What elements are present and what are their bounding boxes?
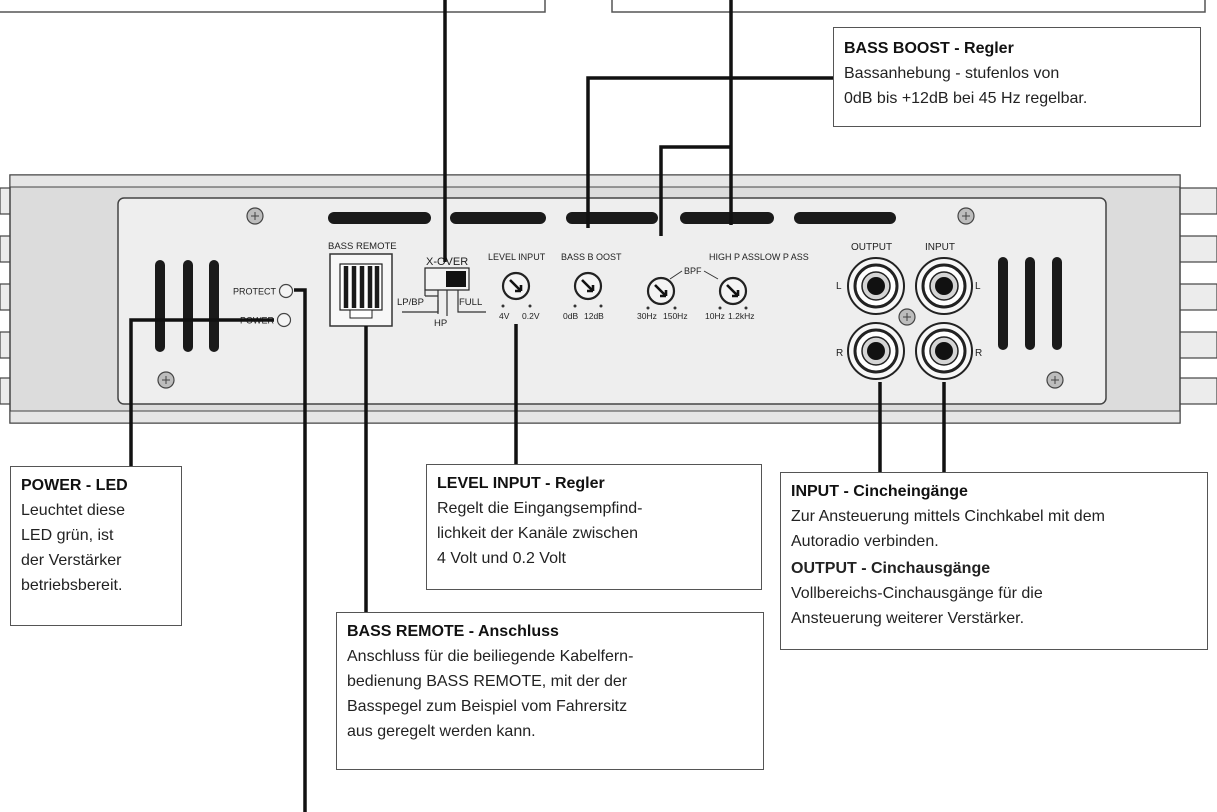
highpass-lowpass-min: 10Hz: [705, 311, 725, 321]
rca-output-r[interactable]: [847, 322, 905, 380]
xover-label: X-OVER: [426, 256, 468, 268]
top-right-callout-edge: [611, 0, 1206, 13]
xover-option-hp: HP: [434, 318, 447, 329]
callout-bass-boost: BASS BOOST - Regler Bassanhebung - stufe…: [833, 27, 1201, 127]
bass-remote-latch: [349, 309, 373, 319]
leader-bpf-highpass: [659, 145, 731, 236]
protect-label: PROTECT: [233, 287, 277, 297]
leader-lines: [129, 0, 946, 812]
level-input-min: 4V: [499, 311, 510, 321]
callout-power-led-title: POWER - LED: [21, 477, 128, 494]
bass-boost-max: 12dB: [584, 311, 604, 321]
vent-slots: [155, 257, 1062, 352]
callout-level-input-line: 4 Volt und 0.2 Volt: [437, 550, 566, 567]
input-label: INPUT: [925, 242, 955, 253]
amplifier-top-strip: [9, 174, 1181, 188]
callout-level-input: LEVEL INPUT - Regler Regelt die Eingangs…: [426, 464, 762, 590]
highpass-lowpass-knob[interactable]: [718, 276, 748, 306]
highpass-lowpass-max: 1.2kHz: [728, 311, 754, 321]
callout-level-input-line: Regelt die Eingangsempfind-: [437, 500, 643, 517]
bpf-min: 30Hz: [637, 311, 657, 321]
callout-input-output: INPUT - Cincheingänge Zur Ansteuerung mi…: [780, 472, 1208, 650]
xover-option-lpbp: LP/BP: [397, 297, 424, 308]
callout-bass-remote-line: Basspegel zum Beispiel vom Fahrersitz: [347, 698, 628, 715]
callout-power-led-line: der Verstärker: [21, 552, 122, 569]
screw-marks: [162, 212, 1059, 384]
callout-bass-boost-line: Bassanhebung - stufenlos von: [844, 65, 1060, 82]
bpf-label: BPF: [684, 266, 702, 276]
output-label: OUTPUT: [851, 242, 892, 253]
bass-remote-pins: [343, 266, 380, 308]
callout-power-led-line: LED grün, ist: [21, 527, 114, 544]
channel-l-right: L: [975, 281, 981, 292]
level-input-label: LEVEL INPUT: [488, 252, 546, 262]
callout-power-led: POWER - LED Leuchtet diese LED grün, ist…: [10, 466, 182, 626]
xover-option-full: FULL: [459, 297, 482, 308]
protect-led: [278, 283, 294, 299]
bass-boost-knob[interactable]: [573, 271, 603, 301]
callout-power-led-line: Leuchtet diese: [21, 502, 126, 519]
bass-boost-label: BASS B OOST: [561, 252, 622, 262]
level-input-knob[interactable]: [501, 271, 531, 301]
bass-remote-panel-label: BASS REMOTE: [328, 241, 397, 252]
highpass-lowpass-label: HIGH P ASSLOW P ASS: [709, 252, 809, 262]
amplifier-bottom-strip: [9, 410, 1181, 424]
leader-bass-boost: [586, 76, 833, 228]
bpf-knob[interactable]: [646, 276, 676, 306]
callout-input-line: Zur Ansteuerung mittels Cinchkabel mit d…: [791, 508, 1105, 525]
rca-input-r[interactable]: [915, 322, 973, 380]
channel-l-left: L: [836, 281, 842, 292]
bpf-bracket: [669, 270, 719, 280]
callout-input-title: INPUT - Cincheingänge: [791, 483, 968, 500]
channel-r-right: R: [975, 348, 982, 359]
callout-level-input-line: lichkeit der Kanäle zwischen: [437, 525, 638, 542]
rca-input-l[interactable]: [915, 257, 973, 315]
power-led: [276, 312, 292, 328]
level-input-max: 0.2V: [522, 311, 540, 321]
leader-protect-led: [294, 288, 307, 812]
knob-scale-dots: [501, 304, 748, 310]
channel-r-left: R: [836, 348, 843, 359]
callout-power-led-line: betriebsbereit.: [21, 577, 123, 594]
callout-bass-boost-title: BASS BOOST - Regler: [844, 40, 1014, 57]
bpf-max: 150Hz: [663, 311, 688, 321]
rca-output-l[interactable]: [847, 257, 905, 315]
callout-output-line: Ansteuerung weiterer Verstärker.: [791, 610, 1025, 627]
top-left-callout-edge: [0, 0, 546, 13]
callout-input-line: Autoradio verbinden.: [791, 533, 939, 550]
callout-bass-remote-line: aus geregelt werden kann.: [347, 723, 536, 740]
bass-boost-min: 0dB: [563, 311, 578, 321]
leader-power-led: [129, 318, 274, 466]
callout-bass-remote-line: Anschluss für die beiliegende Kabelfern-: [347, 648, 634, 665]
callout-bass-remote: BASS REMOTE - Anschluss Anschluss für di…: [336, 612, 764, 770]
callout-output-line: Vollbereichs-Cinchausgänge für die: [791, 585, 1043, 602]
callout-bass-boost-line: 0dB bis +12dB bei 45 Hz regelbar.: [844, 90, 1088, 107]
callout-bass-remote-line: bedienung BASS REMOTE, mit der der: [347, 673, 628, 690]
xover-switch-knob: [446, 271, 466, 287]
xover-switch-lead-hp: [437, 290, 448, 316]
xover-switch-leads: [402, 290, 486, 313]
callout-bass-remote-title: BASS REMOTE - Anschluss: [347, 623, 559, 640]
callout-level-input-title: LEVEL INPUT - Regler: [437, 475, 605, 492]
callout-output-title: OUTPUT - Cinchausgänge: [791, 560, 991, 577]
